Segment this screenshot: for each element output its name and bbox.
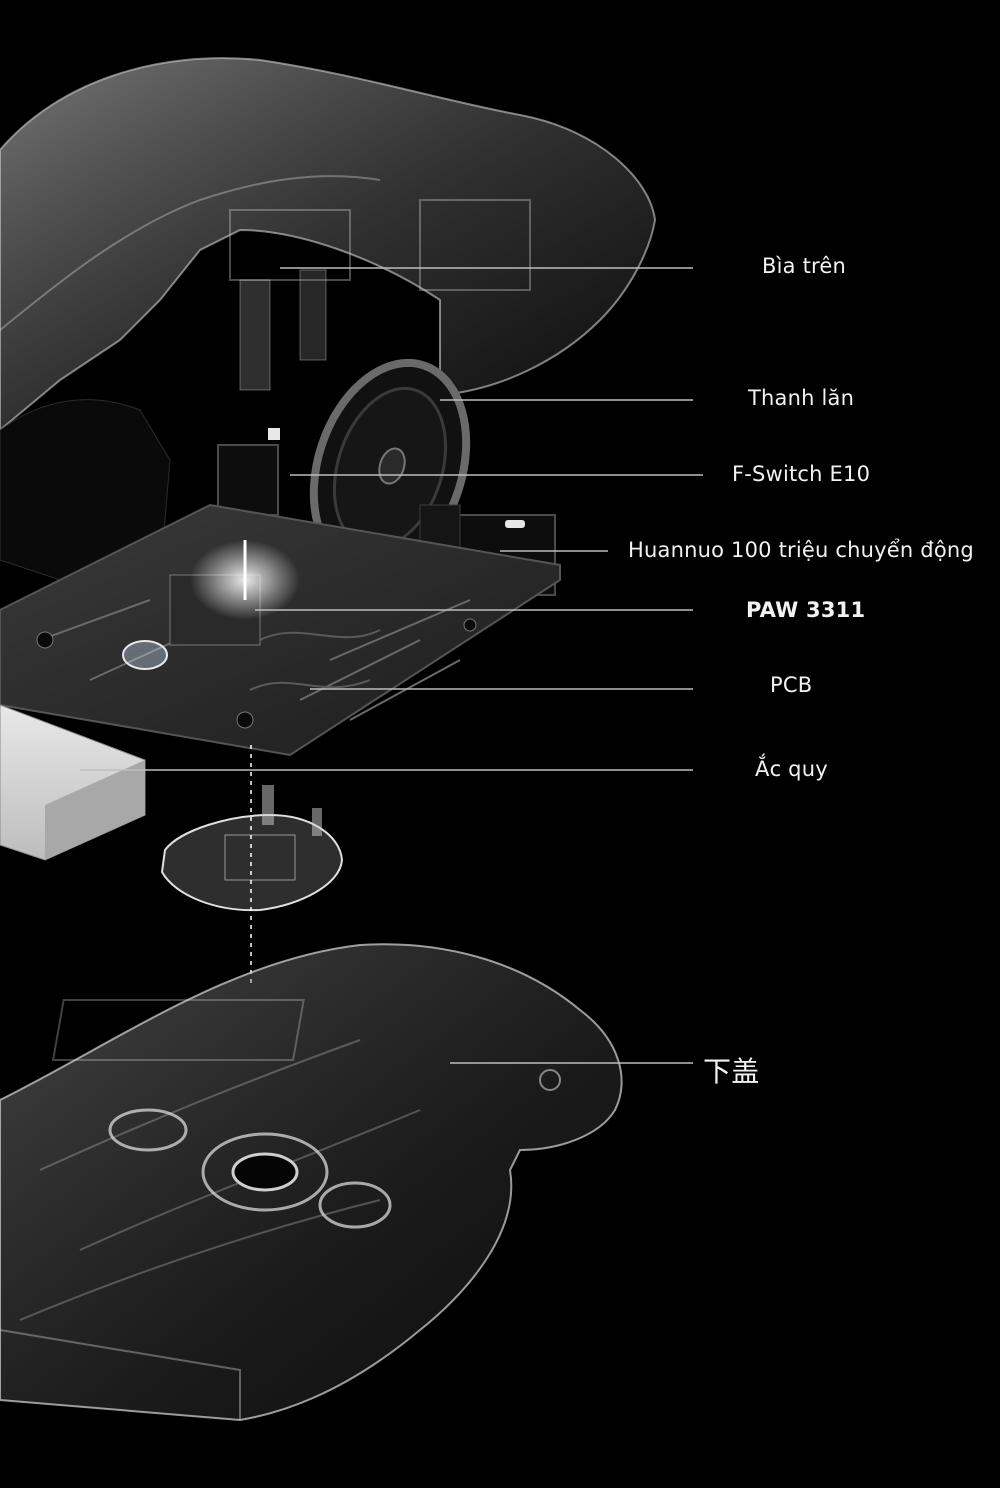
label-sensor: PAW 3311 [746, 598, 866, 622]
battery [0, 704, 146, 861]
sensor-lens-cover [160, 785, 344, 912]
f-switch-block [217, 428, 280, 516]
leader-lines [80, 267, 703, 1064]
top-cover-shell [0, 57, 657, 581]
label-scroll-wheel: Thanh lăn [748, 386, 855, 410]
sensor-paw3311 [122, 540, 300, 670]
bottom-cover-shell [0, 943, 623, 1422]
label-bottom-cover: 下盖 [703, 1055, 760, 1088]
label-micro-switch: Huannuo 100 triệu chuyển động [628, 538, 974, 562]
label-pcb: PCB [770, 673, 813, 697]
label-switch: F-Switch E10 [732, 462, 871, 486]
label-battery: Ắc quy [755, 757, 828, 781]
label-top-cover: Bìa trên [762, 254, 847, 278]
pcb-board [0, 503, 561, 757]
